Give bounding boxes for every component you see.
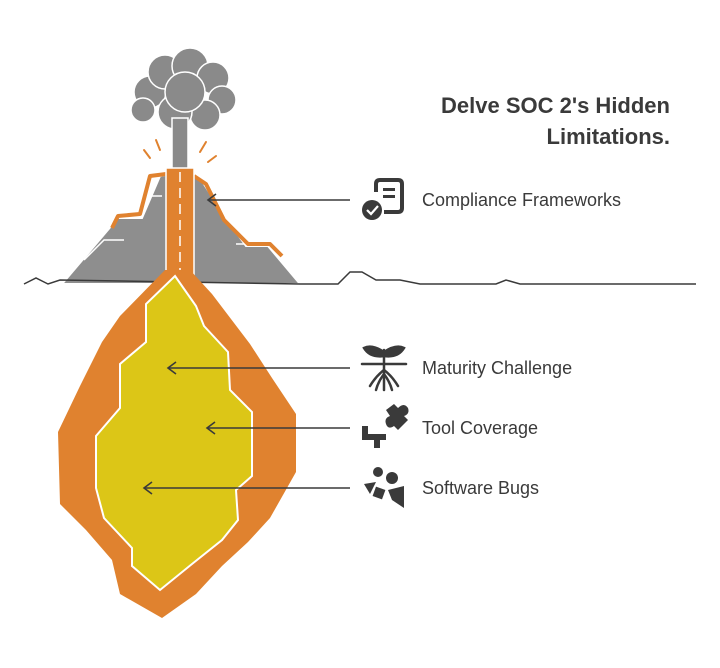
arrow-tool-head <box>205 421 216 435</box>
magma-chamber-inner <box>95 274 253 592</box>
arrow-maturity-head <box>166 361 177 375</box>
document-check-icon <box>362 178 404 220</box>
smoke-column <box>171 117 189 171</box>
page-title: Delve SOC 2's Hidden Limitations. <box>441 93 670 149</box>
connector-arrows <box>142 193 350 495</box>
label-tool-coverage: Tool Coverage <box>422 418 539 438</box>
label-compliance-frameworks: Compliance Frameworks <box>422 190 622 210</box>
sprout-roots-icon <box>360 345 408 392</box>
puzzle-piece-icon <box>362 404 409 448</box>
eruption-sparks <box>143 139 217 163</box>
label-maturity-challenge: Maturity Challenge <box>422 358 573 378</box>
label-software-bugs: Software Bugs <box>422 478 540 498</box>
bugs-shapes-icon <box>364 467 404 508</box>
arrow-bugs-head <box>142 481 153 495</box>
smoke-cloud <box>130 47 237 131</box>
ground-line <box>23 271 696 285</box>
arrow-compliance-head <box>206 193 217 207</box>
